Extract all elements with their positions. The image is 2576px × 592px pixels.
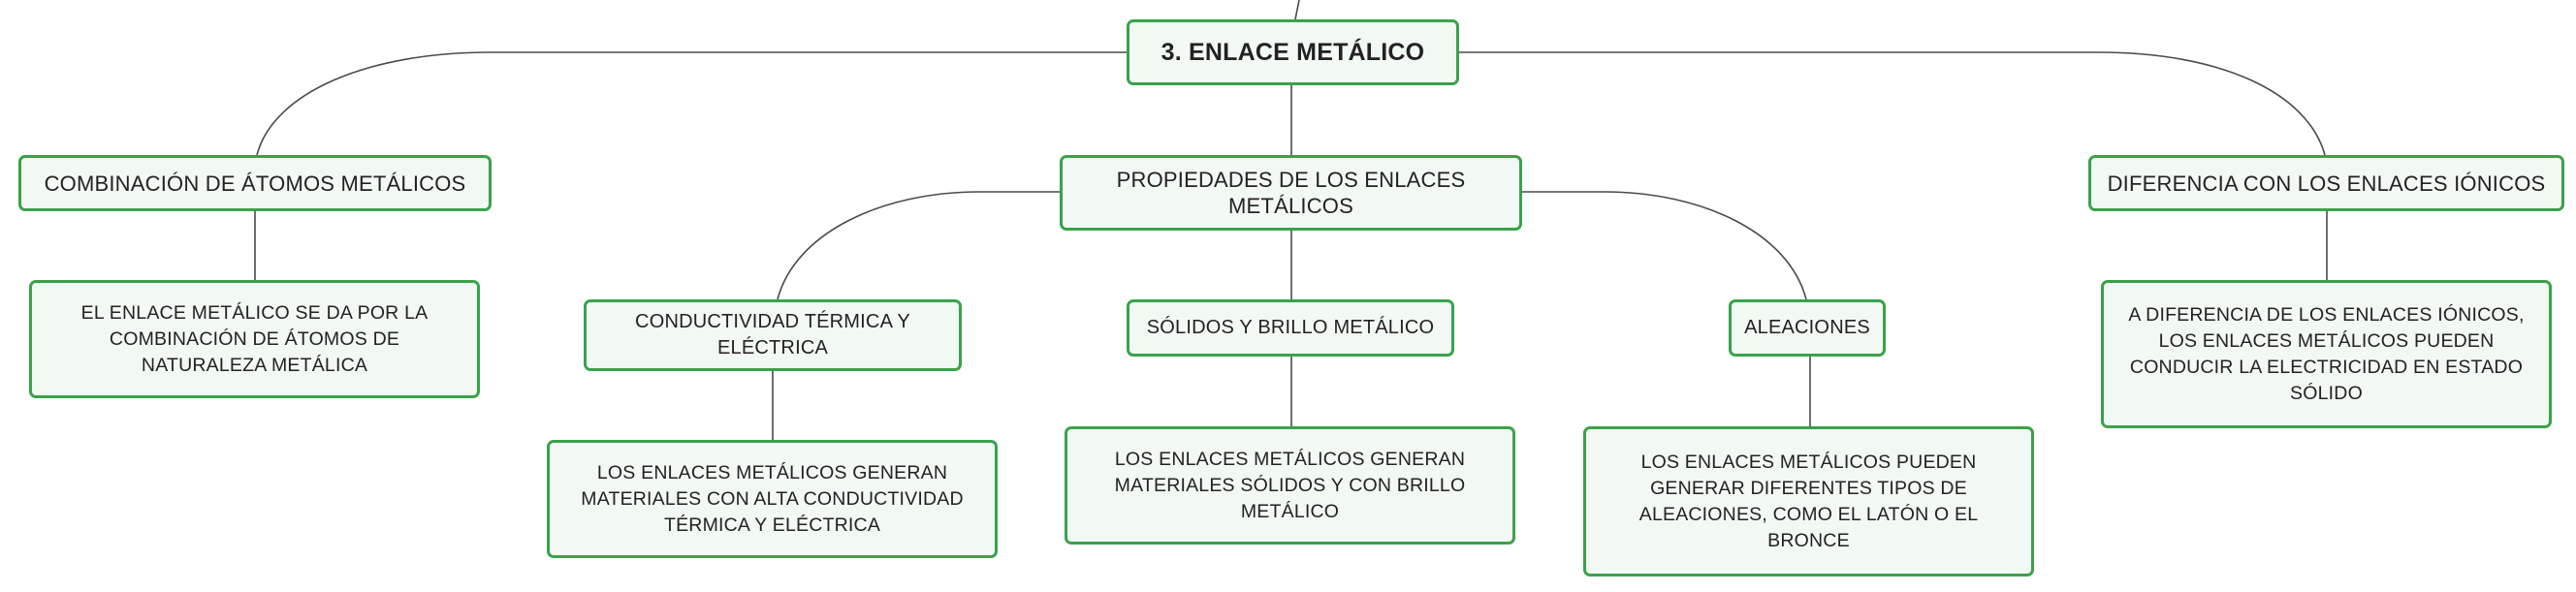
combinacion-description-text: EL ENLACE METÁLICO SE DA POR LA COMBINAC…: [80, 301, 429, 376]
conductividad-description-text: LOS ENLACES METÁLICOS GENERAN MATERIALES…: [581, 461, 964, 536]
child-solidos-node[interactable]: SÓLIDOS Y BRILLO METÁLICO: [1127, 299, 1454, 357]
combinacion-description-node[interactable]: EL ENLACE METÁLICO SE DA POR LA COMBINAC…: [29, 280, 480, 398]
diferencia-description-text: A DIFERENCIA DE LOS ENLACES IÓNICOS, LOS…: [2128, 303, 2525, 404]
conductividad-description-node[interactable]: LOS ENLACES METÁLICOS GENERAN MATERIALES…: [547, 440, 998, 558]
aleaciones-description-node[interactable]: LOS ENLACES METÁLICOS PUEDEN GENERAR DIF…: [1583, 426, 2034, 576]
connector-propiedades-aleaciones: [1522, 191, 1807, 300]
connector-root-diferencia: [1459, 51, 2326, 156]
aleaciones-description-text: LOS ENLACES METÁLICOS PUEDEN GENERAR DIF…: [1638, 451, 1979, 551]
root-node-label: 3. ENLACE METÁLICO: [1161, 38, 1425, 66]
root-node[interactable]: 3. ENLACE METÁLICO: [1127, 19, 1459, 85]
connector-root-incoming: [1294, 0, 1300, 20]
branch-combinacion-node[interactable]: COMBINACIÓN DE ÁTOMOS METÁLICOS: [18, 155, 492, 211]
branch-propiedades-label: PROPIEDADES DE LOS ENLACES METÁLICOS: [1116, 168, 1466, 218]
child-aleaciones-label: ALEACIONES: [1744, 317, 1870, 338]
child-conductividad-label: CONDUCTIVIDAD TÉRMICA Y ELÉCTRICA: [635, 311, 910, 358]
connector-root-combinacion: [256, 51, 1127, 156]
child-solidos-label: SÓLIDOS Y BRILLO METÁLICO: [1146, 317, 1435, 338]
solidos-description-node[interactable]: LOS ENLACES METÁLICOS GENERAN MATERIALES…: [1065, 426, 1515, 545]
solidos-description-text: LOS ENLACES METÁLICOS GENERAN MATERIALES…: [1114, 448, 1466, 522]
diferencia-description-node[interactable]: A DIFERENCIA DE LOS ENLACES IÓNICOS, LOS…: [2101, 280, 2552, 428]
branch-propiedades-node[interactable]: PROPIEDADES DE LOS ENLACES METÁLICOS: [1060, 155, 1522, 231]
child-aleaciones-node[interactable]: ALEACIONES: [1729, 299, 1886, 357]
branch-diferencia-label: DIFERENCIA CON LOS ENLACES IÓNICOS: [2107, 171, 2546, 196]
connector-propiedades-conductividad: [777, 191, 1060, 300]
branch-combinacion-label: COMBINACIÓN DE ÁTOMOS METÁLICOS: [44, 171, 466, 196]
branch-diferencia-node[interactable]: DIFERENCIA CON LOS ENLACES IÓNICOS: [2088, 155, 2564, 211]
child-conductividad-node[interactable]: CONDUCTIVIDAD TÉRMICA Y ELÉCTRICA: [584, 299, 962, 371]
